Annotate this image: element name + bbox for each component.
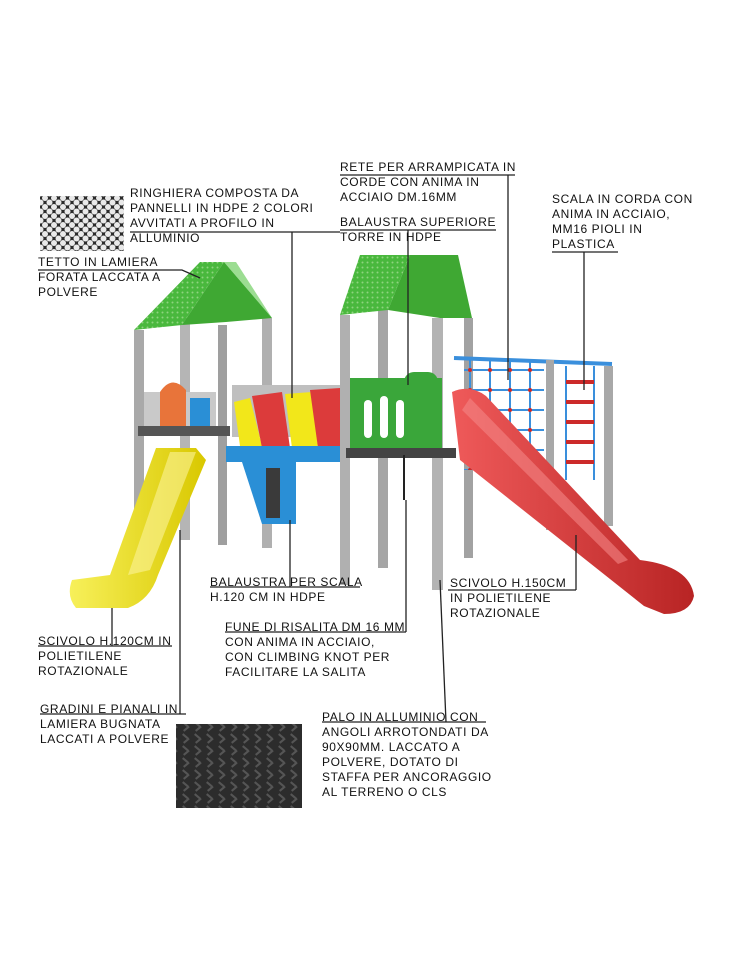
playground-illustration [69, 255, 694, 614]
leader-lines [38, 174, 618, 723]
perforated-sheet-swatch [40, 196, 124, 251]
diamond-plate-swatch [176, 724, 302, 808]
